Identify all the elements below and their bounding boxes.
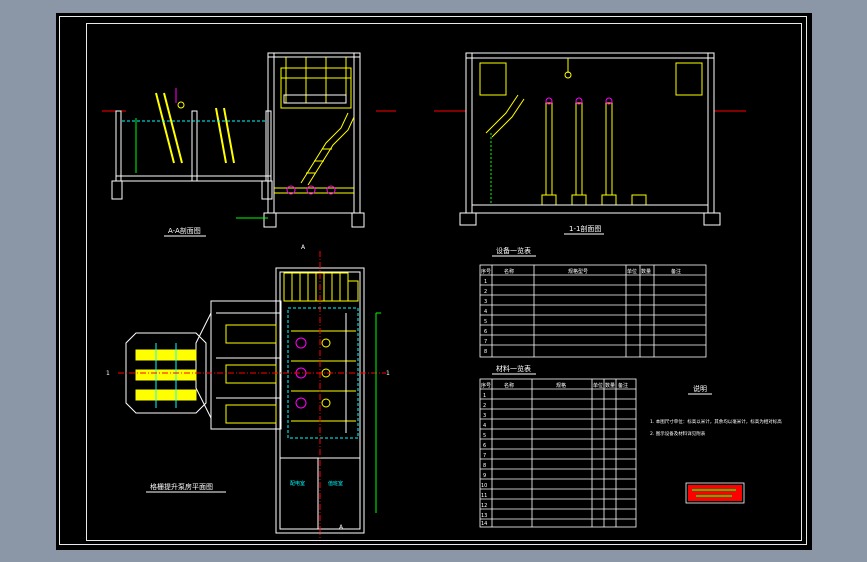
mt-header-qty: 数量 [605,382,615,389]
drawing-border-inner [86,23,802,541]
eq-row-no: 3 [484,299,487,305]
mt-row-no: 6 [483,443,486,449]
equipment-table-header: 序号 名称 规格型号 单位 数量 备注 [481,268,681,275]
eq-row-no: 6 [484,329,487,335]
eq-row-no: 8 [484,349,487,355]
mt-row-no: 2 [483,403,486,409]
title-stamp [685,482,745,504]
plan-mark-a-bottom: A [339,524,344,531]
plan-view [118,251,386,538]
section-11-title: 1-1剖面图 [569,224,601,233]
equipment-table-rows: 1 2 3 4 5 6 7 8 [484,279,487,355]
mt-row-no: 13 [481,513,487,519]
material-table-title: 材料一览表 [496,364,531,373]
mt-header-no: 序号 [481,382,491,389]
eq-row-no: 7 [484,339,487,345]
eq-header-note: 备注 [671,268,681,275]
mt-row-no: 3 [483,413,486,419]
plan-mark-1-left: 1 [106,370,110,377]
eq-header-spec: 规格型号 [568,268,588,275]
equipment-table-title: 设备一览表 [496,246,531,255]
eq-row-no: 5 [484,319,487,325]
eq-header-name: 名称 [504,268,514,275]
eq-row-no: 2 [484,289,487,295]
material-table [479,378,637,528]
mt-row-no: 12 [481,503,487,509]
plan-mark-1-right: 1 [386,370,390,377]
mt-row-no: 1 [483,393,486,399]
mt-row-no: 10 [481,483,487,489]
plan-room-left: 配电室 [290,480,305,487]
mt-row-no: 9 [483,473,486,479]
eq-row-no: 4 [484,309,487,315]
note-line-2: 2. 图示设备及材料详见附表 [650,430,706,437]
equipment-table [479,264,707,358]
section-11 [434,52,746,226]
eq-header-no: 序号 [481,268,491,275]
cad-drawing: A-A剖面图 [102,52,782,538]
notes-title: 说明 [693,384,707,393]
eq-header-qty: 数量 [641,268,651,275]
note-line-1: 1. 本图尺寸单位：标高以米计，其余均以毫米计，标高为相对标高 [650,418,782,425]
mt-row-no: 7 [483,453,486,459]
mt-header-unit: 单位 [593,382,603,389]
drawing-sheet: A-A剖面图 [56,13,812,550]
mt-row-no: 11 [481,493,487,499]
mt-header-note: 备注 [618,382,628,389]
material-table-header: 序号 名称 规格 单位 数量 备注 [481,382,628,389]
plan-mark-a-top: A [301,244,306,251]
drawing-border-outer [59,16,807,545]
mt-row-no: 5 [483,433,486,439]
mt-header-name: 名称 [504,382,514,389]
mt-header-spec: 规格 [556,382,566,389]
plan-title: 格栅提升泵房平面图 [150,482,213,491]
eq-header-unit: 单位 [627,268,637,275]
section-aa [102,52,396,228]
mt-row-no: 8 [483,463,486,469]
mt-row-no: 4 [483,423,486,429]
mt-row-no: 14 [481,521,487,527]
section-aa-title: A-A剖面图 [168,226,201,235]
eq-row-no: 1 [484,279,487,285]
material-table-rows: 1 2 3 4 5 6 7 8 9 10 11 12 13 14 [481,393,487,527]
plan-room-right: 值班室 [328,480,343,487]
